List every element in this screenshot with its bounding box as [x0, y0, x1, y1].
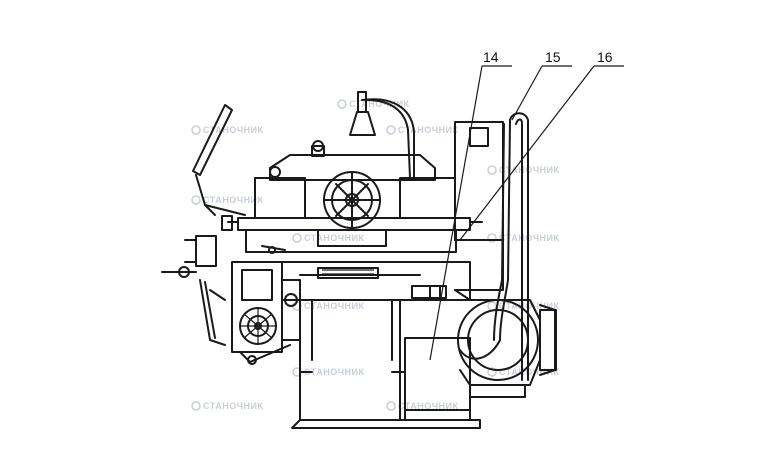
svg-text:СТАНОЧНИК: СТАНОЧНИК — [203, 125, 264, 135]
lamp — [349, 91, 415, 179]
callout-15: 15 — [511, 49, 572, 121]
svg-text:СТАНОЧНИК: СТАНОЧНИК — [398, 401, 459, 411]
svg-text:15: 15 — [545, 49, 561, 65]
svg-text:СТАНОЧНИК: СТАНОЧНИК — [304, 301, 365, 311]
svg-text:СТАНОЧНИК: СТАНОЧНИК — [203, 401, 264, 411]
svg-text:СТАНОЧНИК: СТАНОЧНИК — [304, 233, 365, 243]
machine-base — [291, 299, 481, 429]
watermark: СТАНОЧНИК — [191, 195, 264, 205]
watermark: СТАНОЧНИК — [487, 233, 559, 243]
watermark: СТАНОЧНИК — [191, 125, 264, 135]
watermark: СТАНОЧНИК — [337, 99, 410, 109]
feed-gearbox — [231, 245, 301, 365]
svg-text:СТАНОЧНИК: СТАНОЧНИК — [499, 165, 560, 175]
svg-text:СТАНОЧНИК: СТАНОЧНИК — [349, 99, 410, 109]
watermark: СТАНОЧНИК — [386, 125, 459, 135]
watermark: СТАНОЧНИК — [292, 301, 365, 311]
watermark: СТАНОЧНИК — [292, 233, 365, 243]
watermark: СТАНОЧНИК — [487, 165, 560, 175]
svg-text:СТАНОЧНИК: СТАНОЧНИК — [398, 125, 459, 135]
watermark: СТАНОЧНИК — [191, 401, 264, 411]
callout-14: 14 — [429, 49, 512, 361]
callout-16: 16 — [459, 49, 624, 241]
svg-text:16: 16 — [597, 49, 613, 65]
coolant-pipes — [459, 112, 529, 381]
svg-text:СТАНОЧНИК: СТАНОЧНИК — [203, 195, 264, 205]
right-assembly — [411, 121, 557, 398]
svg-text:СТАНОЧНИК: СТАНОЧНИК — [304, 367, 365, 377]
left-controls — [161, 104, 246, 346]
watermark: СТАНОЧНИК — [386, 401, 459, 411]
svg-text:14: 14 — [483, 49, 499, 65]
spindle-head — [254, 140, 456, 247]
